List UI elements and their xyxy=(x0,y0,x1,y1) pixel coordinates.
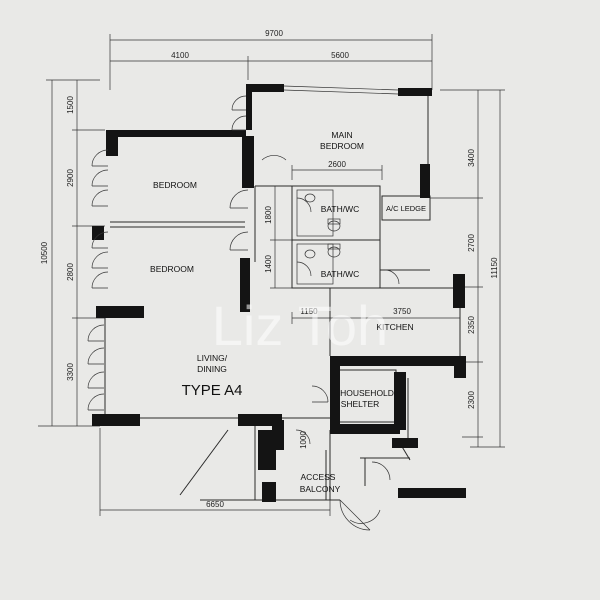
dimension-labels: 9700 4100 5600 2600 10500 1500 2900 2800… xyxy=(40,29,499,509)
dim-right-1: 3400 xyxy=(467,149,476,167)
dim-bath-width: 2600 xyxy=(328,160,346,169)
label-bedroom-1: BEDROOM xyxy=(153,180,197,190)
dim-top-left: 4100 xyxy=(171,51,189,60)
dim-bath-h2: 1400 xyxy=(264,255,273,273)
label-kitchen: KITCHEN xyxy=(376,322,413,332)
label-household-shelter-line1: HOUSEHOLD xyxy=(340,388,394,398)
dim-top-total: 9700 xyxy=(265,29,283,38)
dim-right-2: 2700 xyxy=(467,234,476,252)
label-access-balcony-line2: BALCONY xyxy=(300,484,341,494)
dim-right-4: 2300 xyxy=(467,391,476,409)
windows xyxy=(87,85,399,411)
room-labels: MAIN BEDROOM BEDROOM BEDROOM BATH/WC BAT… xyxy=(150,130,426,494)
dim-left-4: 3300 xyxy=(66,363,75,381)
label-access-balcony-line1: ACCESS xyxy=(301,472,336,482)
dim-kitchen-width: 3750 xyxy=(393,307,411,316)
dim-mid-1150: 1150 xyxy=(300,307,318,316)
dim-right-total: 11150 xyxy=(490,257,499,279)
dim-right-3: 2350 xyxy=(467,316,476,334)
label-living-dining-line2: DINING xyxy=(197,364,227,374)
label-bedroom-2: BEDROOM xyxy=(150,264,194,274)
label-living-dining-line1: LIVING/ xyxy=(197,353,228,363)
dim-balcony-1000: 1000 xyxy=(299,431,308,449)
dim-left-1: 1500 xyxy=(66,96,75,114)
dim-bath-h1: 1800 xyxy=(264,206,273,224)
label-household-shelter-line2: SHELTER xyxy=(341,399,380,409)
label-bath-wc-1: BATH/WC xyxy=(321,204,360,214)
label-main-bedroom-line1: MAIN xyxy=(331,130,352,140)
doors xyxy=(229,155,400,531)
dim-top-right: 5600 xyxy=(331,51,349,60)
watermark: Liz Toh xyxy=(212,294,388,357)
label-type: TYPE A4 xyxy=(182,382,243,399)
label-bath-wc-2: BATH/WC xyxy=(321,269,360,279)
label-ac-ledge: A/C LEDGE xyxy=(386,204,426,213)
dim-left-3: 2800 xyxy=(66,263,75,281)
walls xyxy=(92,84,466,502)
dim-left-total: 10500 xyxy=(40,241,49,264)
label-main-bedroom-line2: BEDROOM xyxy=(320,141,364,151)
dim-bottom-width: 6650 xyxy=(206,500,224,509)
dim-left-2: 2900 xyxy=(66,169,75,187)
